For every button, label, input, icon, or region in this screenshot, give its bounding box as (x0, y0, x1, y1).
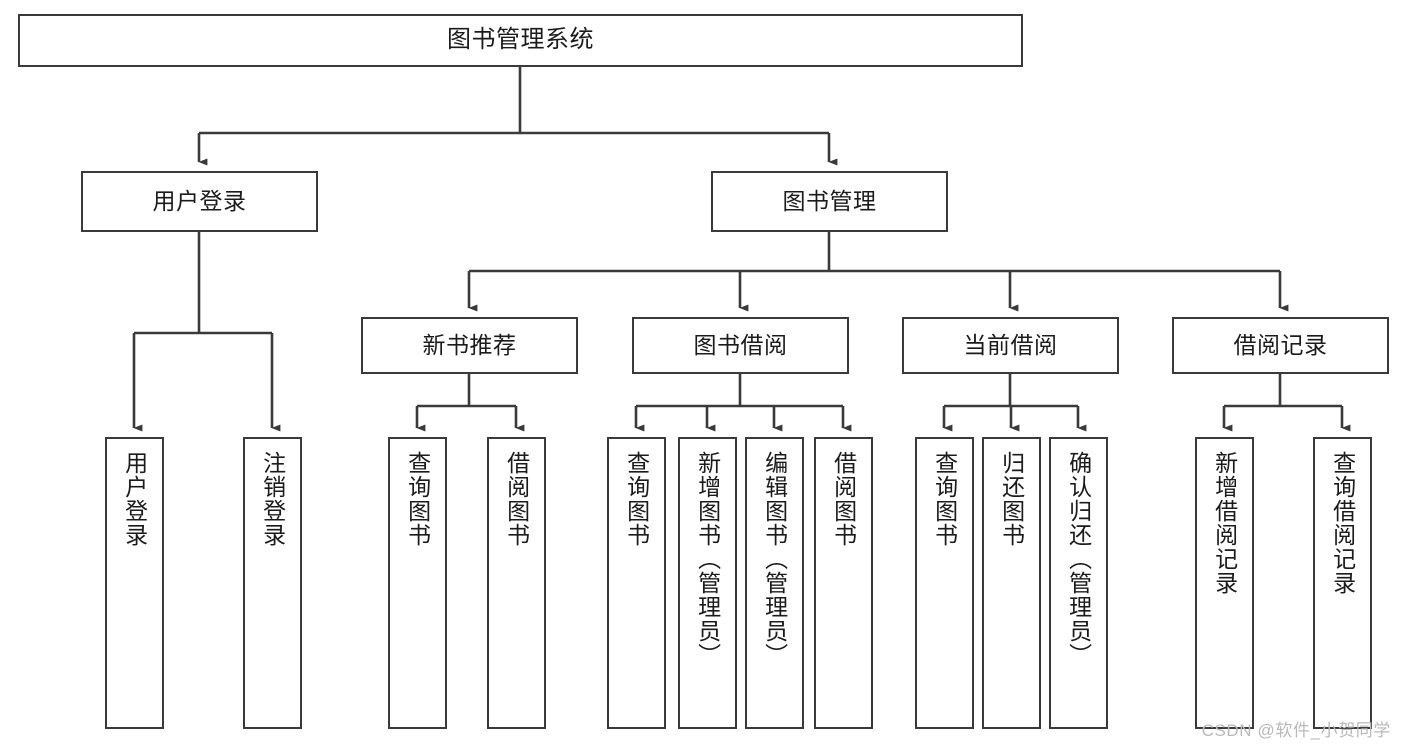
csdn-watermark: CSDN @软件_小贺同学 (1201, 721, 1391, 740)
node-label: 编辑图书（管理员） (761, 451, 788, 667)
node-label: 查询图书 (623, 451, 650, 547)
node-label: 注销登录 (259, 451, 286, 547)
node-label: 借阅记录 (1233, 331, 1328, 358)
node-label: 查询图书 (404, 451, 431, 547)
node-label: 查询借阅记录 (1329, 451, 1356, 595)
node-root[interactable]: 图书管理系统 (18, 14, 1023, 67)
node-leaf-2[interactable]: 查询图书 (388, 437, 447, 729)
node-label: 确认归还（管理员） (1065, 451, 1092, 667)
node-label: 图书管理 (782, 187, 877, 214)
node-leaf-11[interactable]: 新增借阅记录 (1195, 437, 1254, 729)
node-leaf-9[interactable]: 归还图书 (982, 437, 1041, 729)
node-leaf-1[interactable]: 注销登录 (243, 437, 302, 729)
node-leaf-0[interactable]: 用户登录 (105, 437, 164, 729)
node-level3-1[interactable]: 图书借阅 (632, 317, 849, 374)
node-label: 用户登录 (152, 187, 247, 214)
node-label: 图书借阅 (693, 331, 788, 358)
node-leaf-10[interactable]: 确认归还（管理员） (1049, 437, 1108, 729)
node-level3-2[interactable]: 当前借阅 (902, 317, 1119, 374)
node-label: 借阅图书 (830, 451, 857, 547)
node-leaf-3[interactable]: 借阅图书 (487, 437, 546, 729)
node-leaf-6[interactable]: 编辑图书（管理员） (745, 437, 804, 729)
node-level2-0[interactable]: 用户登录 (81, 171, 318, 232)
node-level2-1[interactable]: 图书管理 (711, 171, 948, 232)
node-label: 用户登录 (121, 451, 148, 547)
node-level3-0[interactable]: 新书推荐 (361, 317, 578, 374)
node-label: 借阅图书 (503, 451, 530, 547)
node-leaf-5[interactable]: 新增图书（管理员） (678, 437, 737, 729)
node-leaf-7[interactable]: 借阅图书 (814, 437, 873, 729)
node-leaf-8[interactable]: 查询图书 (915, 437, 974, 729)
node-label: 当前借阅 (963, 331, 1058, 358)
node-label: 新增图书（管理员） (694, 451, 721, 667)
node-leaf-4[interactable]: 查询图书 (607, 437, 666, 729)
node-leaf-12[interactable]: 查询借阅记录 (1313, 437, 1372, 729)
node-label: 归还图书 (998, 451, 1025, 547)
node-level3-3[interactable]: 借阅记录 (1172, 317, 1389, 374)
node-label: 新书推荐 (422, 331, 517, 358)
node-label: 图书管理系统 (447, 26, 594, 54)
node-label: 新增借阅记录 (1211, 451, 1238, 595)
node-label: 查询图书 (931, 451, 958, 547)
